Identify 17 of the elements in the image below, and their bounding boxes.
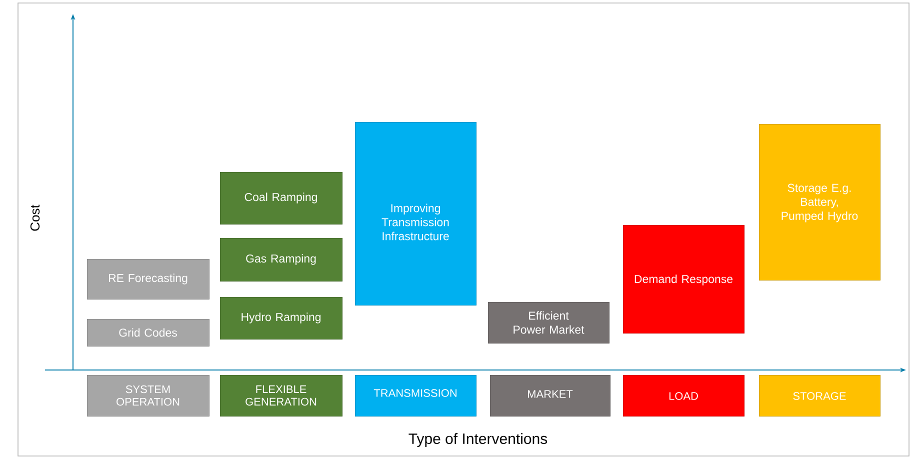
intervention-box: Coal Ramping [220,172,342,224]
intervention-box: RE Forecasting [87,259,210,300]
axis-title: Type of Interventions [408,433,548,447]
intervention-box: Gas Ramping [220,238,342,282]
intervention-box: Storage E.g. Battery, Pumped Hydro [759,124,880,280]
axis-title: Cost [30,204,40,231]
intervention-box: Hydro Ramping [220,297,342,340]
category-box: FLEXIBLE GENERATION [220,375,342,416]
intervention-box: Demand Response [623,225,744,334]
category-box: MARKET [490,375,610,416]
category-box: LOAD [623,375,744,416]
intervention-box: Efficient Power Market [488,302,610,344]
intervention-box: Grid Codes [87,319,210,346]
category-box: SYSTEM OPERATION [87,375,210,416]
intervention-box: Improving Transmission Infrastructure [355,122,476,306]
category-box: STORAGE [759,375,880,416]
category-box: TRANSMISSION [355,375,476,416]
